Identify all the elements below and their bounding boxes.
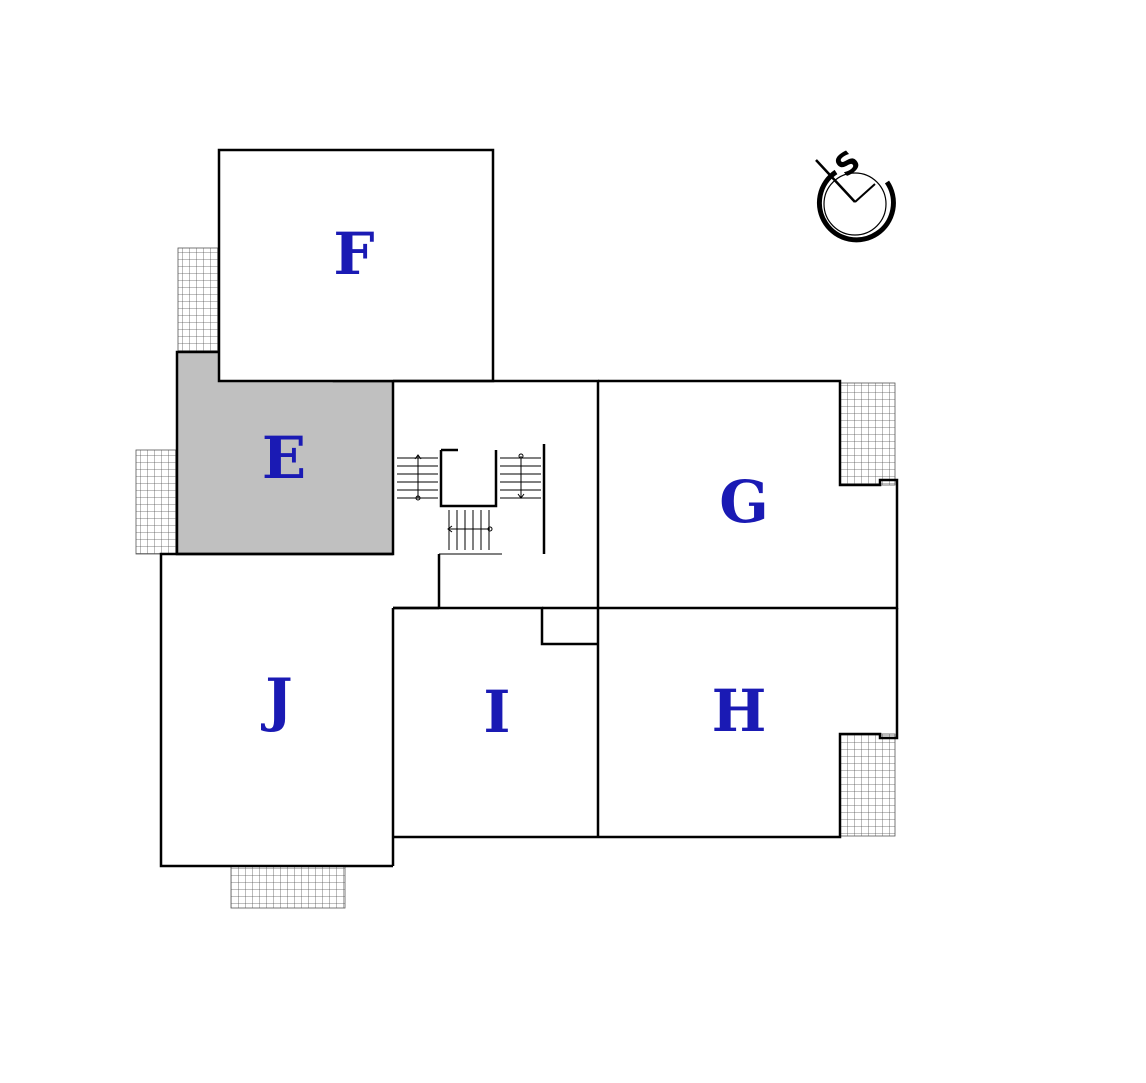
staircase [397, 444, 546, 555]
unit-g-area [598, 379, 899, 610]
balcony-f [177, 247, 220, 353]
unit-h-area [598, 608, 899, 839]
unit-label-h[interactable]: H [712, 677, 767, 745]
unit-i-area [393, 606, 598, 646]
balcony-j [230, 865, 346, 909]
balcony-g [839, 382, 896, 486]
unit-label-j[interactable]: J [260, 666, 292, 734]
stair-flight-left [397, 454, 438, 501]
unit-f-bottom-cover [221, 349, 334, 353]
unit-j-area [159, 552, 393, 868]
unit-label-i[interactable]: I [483, 678, 510, 746]
balcony-e [135, 449, 178, 555]
balconies [135, 247, 896, 909]
unit-labels: F E G J I H [260, 220, 769, 746]
unit-label-f[interactable]: F [333, 220, 374, 288]
unit-f-area[interactable] [217, 148, 495, 383]
unit-label-e[interactable]: E [262, 424, 306, 492]
walls [159, 379, 899, 868]
stair-flight-right [500, 453, 541, 499]
balcony-h [839, 733, 896, 837]
unit-label-g[interactable]: G [719, 468, 769, 536]
stair-flight-bottom [447, 510, 493, 550]
compass-icon: S [815, 144, 896, 243]
